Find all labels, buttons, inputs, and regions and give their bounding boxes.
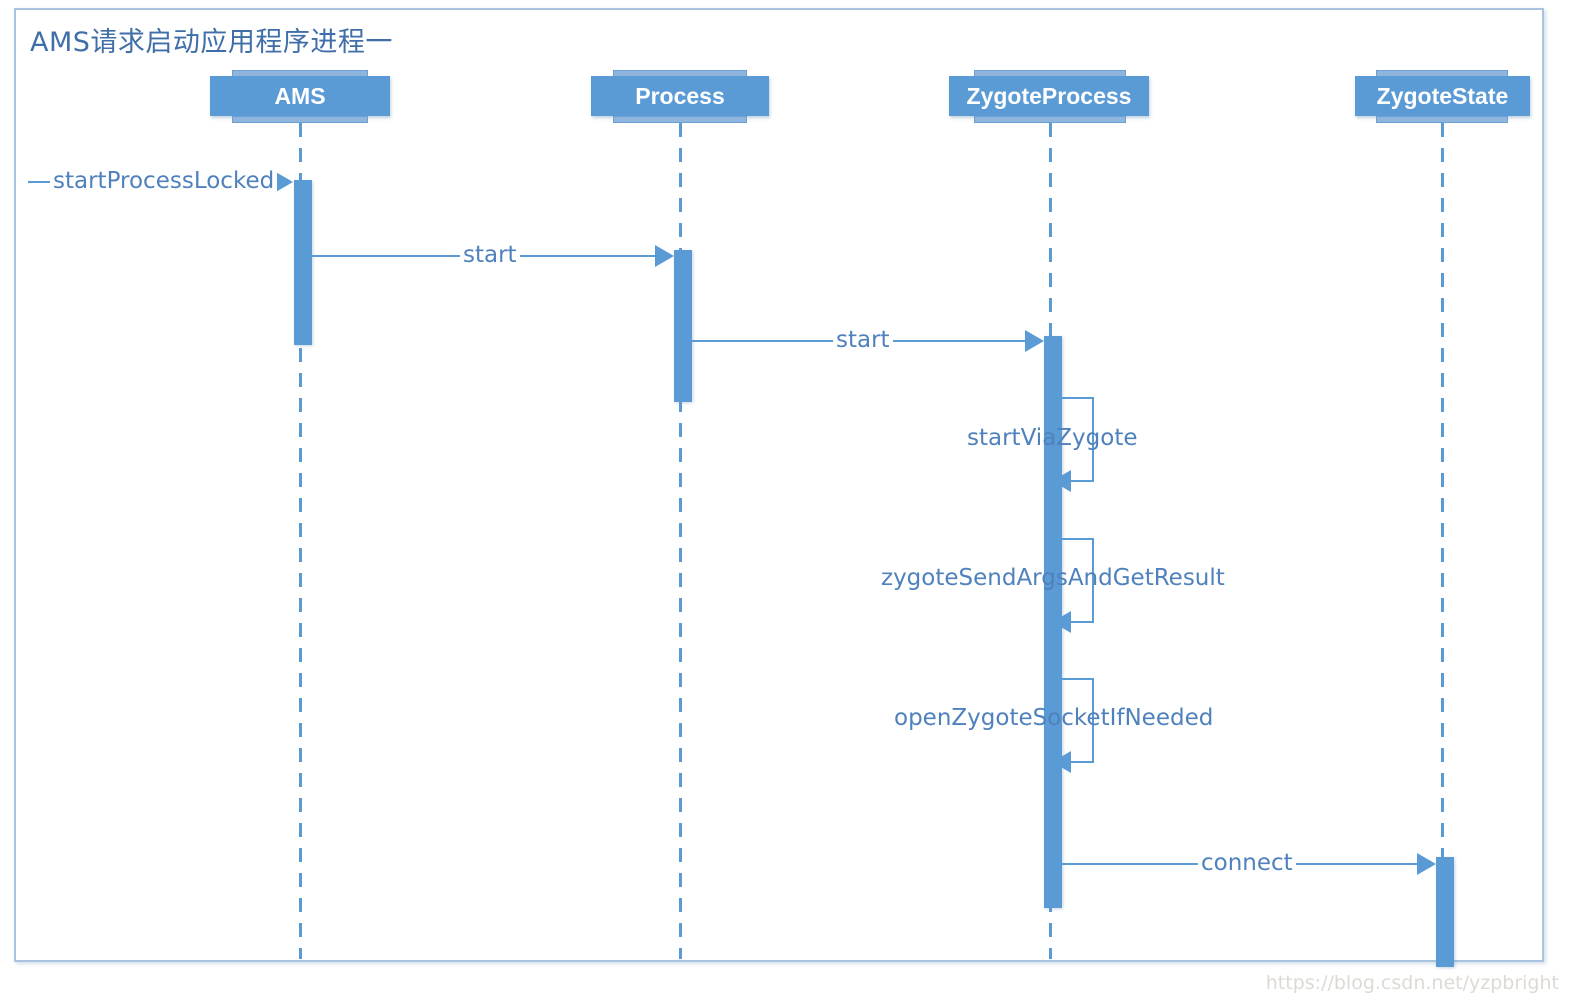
lifeline-head-cap-bottom-zygoteprocess — [974, 116, 1126, 123]
diagram-title: AMS请求启动应用程序进程一 — [30, 27, 393, 58]
activation-bar-ams[interactable] — [294, 180, 312, 345]
message-label-start-process-to-zygoteprocess: start — [833, 327, 893, 353]
message-line-start-via-zygote-side — [1092, 397, 1094, 481]
message-line-zygote-send-args-out — [1062, 538, 1094, 540]
message-label-start-via-zygote: startViaZygote — [967, 425, 1138, 451]
arrow-head-start-ams-to-process — [655, 245, 674, 267]
lifeline-header-zygoteprocess[interactable]: ZygoteProcess — [949, 76, 1149, 116]
message-label-start-process-locked: startProcessLocked — [50, 168, 278, 194]
lifeline-dash-ams — [299, 123, 302, 959]
message-line-start-via-zygote-return — [1070, 480, 1094, 482]
arrow-head-start-via-zygote — [1052, 470, 1071, 492]
lifeline-header-zygotestate[interactable]: ZygoteState — [1355, 76, 1530, 116]
lifeline-head-cap-bottom-zygotestate — [1376, 116, 1508, 123]
message-label-start-ams-to-process: start — [460, 242, 520, 268]
lifeline-header-ams[interactable]: AMS — [210, 76, 390, 116]
message-line-open-zygote-socket-out — [1062, 678, 1094, 680]
message-label-open-zygote-socket-if-needed: openZygoteSocketIfNeeded — [894, 705, 1214, 731]
activation-bar-process[interactable] — [674, 250, 692, 402]
message-line-open-zygote-socket-side — [1092, 678, 1094, 762]
message-label-connect: connect — [1198, 850, 1296, 876]
message-line-zygote-send-args-side — [1092, 538, 1094, 622]
lifeline-dash-process — [679, 123, 682, 959]
arrow-head-open-zygote-socket — [1052, 751, 1071, 773]
arrow-head-start-process-to-zygoteprocess — [1025, 330, 1044, 352]
diagram-frame — [14, 8, 1544, 962]
lifeline-header-process[interactable]: Process — [591, 76, 769, 116]
message-line-start-via-zygote-out — [1062, 397, 1094, 399]
message-line-open-zygote-socket-return — [1070, 761, 1094, 763]
lifeline-head-cap-bottom-ams — [232, 116, 368, 123]
message-line-zygote-send-args-return — [1070, 621, 1094, 623]
watermark: https://blog.csdn.net/yzpbright — [1265, 972, 1559, 994]
message-label-zygote-send-args-and-get-result: zygoteSendArgsAndGetResult — [881, 565, 1225, 591]
arrow-head-start-process-locked — [274, 171, 293, 193]
arrow-head-zygote-send-args — [1052, 611, 1071, 633]
lifeline-dash-zygotestate — [1441, 123, 1444, 959]
activation-bar-zygotestate[interactable] — [1436, 857, 1454, 967]
lifeline-head-cap-bottom-process — [613, 116, 747, 123]
arrow-head-connect — [1417, 853, 1436, 875]
